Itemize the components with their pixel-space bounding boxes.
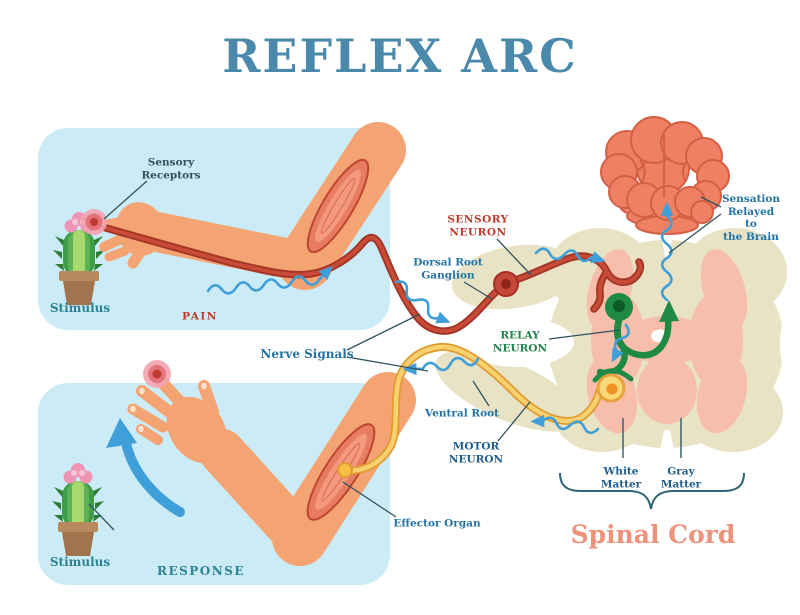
label-gray-matter: Gray Matter [660, 465, 702, 490]
label-ventral-root: Ventral Root [425, 407, 499, 420]
label-nerve-signals: Nerve Signals [260, 346, 354, 361]
label-dorsal-root-ganglion: Dorsal Root Ganglion [413, 256, 483, 281]
label-response: RESPONSE [156, 563, 246, 578]
cactus-stimulus-illustration [53, 212, 105, 305]
label-stimulus-top: Stimulus [49, 300, 111, 315]
motor-neuron-soma [596, 373, 626, 403]
sensory-receptor-burst [81, 209, 107, 235]
label-sensory-receptors: Sensory Receptors [141, 156, 201, 181]
top-arm-muscle [306, 158, 370, 254]
injury-mark [143, 360, 171, 388]
label-sensory-neuron: SENSORY NEURON [447, 213, 509, 238]
label-motor-neuron: MOTOR NEURON [448, 440, 504, 465]
response-arrow [106, 418, 185, 517]
label-sensation-to-brain: Sensation Relayed to the Brain [721, 192, 781, 243]
spinal-cord-brace [559, 472, 745, 510]
label-effector-organ: Effector Organ [393, 517, 481, 530]
label-stimulus-bottom: Stimulus [49, 554, 111, 569]
brain-illustration [600, 116, 730, 235]
top-arm-illustration [96, 122, 406, 290]
dorsal-root-ganglion-node [493, 271, 519, 297]
label-relay-neuron: RELAY NEURON [492, 329, 548, 354]
relay-neuron-cell [592, 293, 679, 383]
sensory-neuron-nerve [102, 224, 645, 335]
label-pain: PAIN [182, 310, 218, 323]
diagram-title: REFLEX ARC [222, 29, 578, 83]
label-white-matter: White Matter [600, 465, 642, 490]
motor-neuron-nerve [337, 342, 604, 478]
label-spinal-cord: Spinal Cord [570, 520, 736, 549]
annotation-lines [88, 180, 745, 531]
nerve-signal-wavy-arrows [206, 201, 674, 435]
